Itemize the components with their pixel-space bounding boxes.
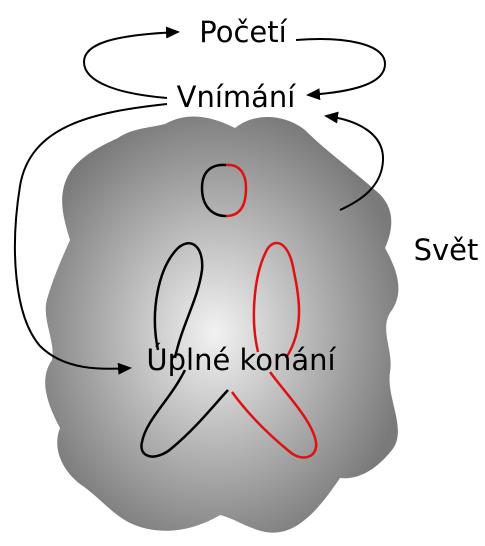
figure-body-right: [230, 241, 318, 459]
figure-body-left: [140, 242, 229, 458]
label-perception: Vnímání: [177, 80, 297, 114]
label-conception: Početí: [199, 15, 287, 49]
label-world: Svět: [414, 233, 479, 267]
world-blob: [45, 116, 399, 533]
label-complete-action: Úplné konání: [146, 343, 336, 377]
conception-to-perception-arrow: [295, 38, 387, 101]
world-to-perception-arrow: [324, 111, 385, 211]
figure-head-right: [225, 163, 248, 218]
conception-loop-arrow: [82, 26, 180, 99]
figure-head-left: [200, 163, 227, 218]
perception-to-action-arrow: [14, 103, 168, 375]
